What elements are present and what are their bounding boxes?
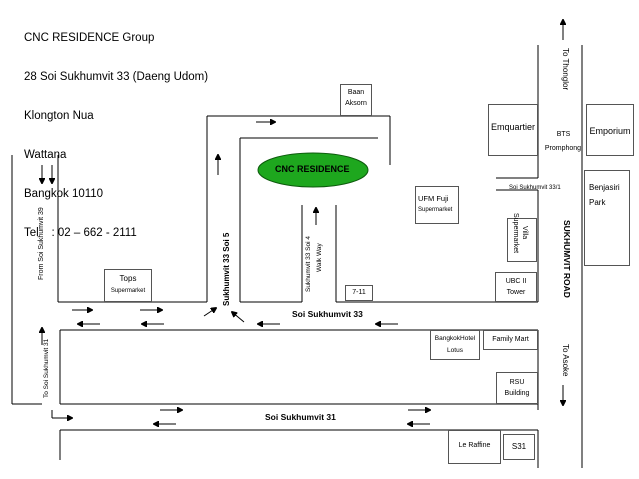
place-label: Lotus [447, 347, 463, 354]
address-phone: Tel : 02 – 662 - 2111 [24, 227, 137, 239]
villa-supermarket-box [507, 218, 537, 262]
road-label: To Asoke [561, 344, 570, 377]
soi-sukhumvit-31-label: Soi Sukhumvit 31 [265, 412, 336, 422]
from-soi-39-label: From Soi Sukhumvit 39 [38, 207, 45, 280]
place-label: UBC II [505, 278, 527, 285]
seven-eleven-box: 7-11 [345, 285, 373, 301]
emquartier-box: Emquartier [488, 104, 538, 156]
s31-box: S31 [503, 434, 535, 460]
road-label: To Soi Sukhumvit 31 [43, 338, 50, 398]
place-label: UFM Fuji [418, 194, 449, 203]
to-thonglor-label: To Thonglor [561, 48, 570, 90]
sukhumvit-road-label: SUKHUMVIT ROAD [562, 220, 572, 298]
benjasiri-park-box: Benjasiri Park [584, 170, 630, 266]
le-raffine-box: Le Raffine [448, 430, 501, 464]
road-label: From Soi Sukhumvit 39 [38, 207, 45, 280]
place-label: Supermarket [418, 207, 453, 213]
traffic-arrow [203, 308, 216, 317]
place-label: 7-11 [352, 289, 366, 296]
place-label: BTS [556, 131, 571, 138]
place-label: Emporium [589, 126, 631, 136]
cnc-residence-marker [257, 152, 369, 188]
soi-33-1-label: Soi Sukhumvit 33/1 [509, 185, 561, 191]
place-label: Promphong [544, 145, 582, 152]
place-label: Family Mart [492, 336, 529, 343]
villa-label: Villa [520, 226, 529, 239]
address-block: CNC RESIDENCE Group 28 Soi Sukhumvit 33 … [24, 6, 208, 253]
place-label: Villa [521, 226, 528, 240]
place-label: Emquartier [490, 122, 535, 132]
place-label: Le Raffine [458, 442, 491, 449]
place-label: Baan [347, 89, 365, 96]
ubc-tower-box: UBC II Tower [495, 272, 537, 302]
road-label: Walk Way [316, 243, 323, 272]
ufm-fuji-box: UFM Fuji Supermarket [415, 186, 459, 224]
family-mart-box: Family Mart [483, 330, 538, 350]
road-label: SUKHUMVIT ROAD [562, 220, 572, 298]
sukhumvit-33-soi-5-label: Sukhumvit 33 Soi 5 [222, 233, 231, 306]
place-label: Park [589, 198, 606, 207]
address-line: 28 Soi Sukhumvit 33 (Daeng Udom) [24, 71, 209, 83]
bts-label: BTS Promphong [545, 128, 585, 156]
address-line: CNC RESIDENCE Group [24, 32, 155, 44]
cnc-residence-label: CNC RESIDENCE [275, 164, 350, 174]
rsu-building-box: RSU Building [496, 372, 538, 404]
place-label: Tower [506, 289, 526, 296]
road-label: To Thonglor [561, 48, 570, 91]
emporium-box: Emporium [586, 104, 634, 156]
address-line: Bangkok 10110 [24, 188, 104, 200]
walkway-label: Walk Way [316, 243, 323, 272]
place-label: RSU [509, 379, 525, 386]
villa-supermarket-label: Supermarket [511, 213, 520, 253]
place-label: Benjasiri [589, 183, 620, 192]
place-label: Supermarket [512, 213, 519, 254]
to-soi-31-label: To Soi Sukhumvit 31 [43, 339, 50, 398]
to-asoke-label: To Asoke [561, 344, 570, 376]
place-label: Supermarket [110, 288, 146, 294]
place-label: Aksorn [345, 100, 367, 107]
place-label: S31 [511, 442, 527, 451]
place-label: Building [504, 390, 530, 397]
sukhumvit-33-soi-4-label: Sukhumvit 33 Soi 4 [305, 236, 312, 292]
baan-aksorn-box: Baan Aksorn [340, 84, 372, 116]
bangkok-hotel-lotus-box: BangkokHotel Lotus [430, 330, 480, 360]
place-label: Tops [119, 274, 137, 283]
soi-sukhumvit-33-label: Soi Sukhumvit 33 [292, 309, 363, 319]
tops-supermarket-box: Tops Supermarket [104, 269, 152, 302]
address-line: Wattana [24, 149, 67, 161]
traffic-arrow [232, 312, 245, 323]
place-label: BangkokHotel [434, 335, 476, 342]
address-line: Klongton Nua [24, 110, 94, 122]
road-label: Sukhumvit 33 Soi 4 [305, 235, 312, 292]
road-label: Sukhumvit 33 Soi 5 [222, 232, 231, 306]
